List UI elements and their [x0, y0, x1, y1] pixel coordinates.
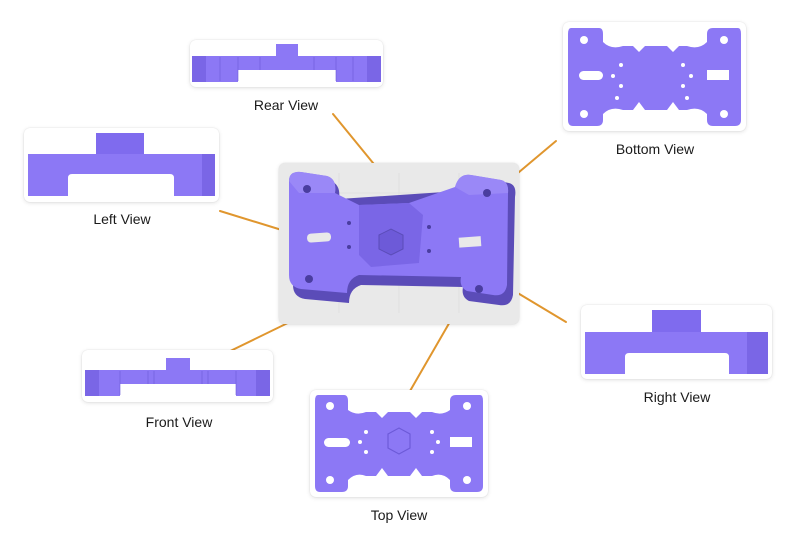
left-view-label: Left View [93, 211, 151, 227]
leader-line-right [510, 288, 567, 323]
front-view-panel [82, 350, 273, 402]
leader-line-left [219, 210, 286, 232]
front-view-label: Front View [145, 414, 213, 430]
right-view-image [585, 310, 768, 374]
bottom-view-label: Bottom View [615, 141, 695, 157]
top-view-label: Top View [370, 507, 428, 523]
rear-view-label: Rear View [253, 97, 319, 113]
rear-view-panel [190, 40, 383, 87]
top-view-image [315, 395, 483, 492]
front-view-image [85, 358, 270, 396]
right-view-label: Right View [643, 389, 711, 405]
bottom-view-image [568, 28, 741, 126]
left-view-image [28, 133, 215, 196]
top-view-panel [310, 390, 488, 497]
rear-view-image [192, 44, 381, 82]
isometric-view-image [279, 163, 519, 324]
isometric-view-panel [279, 163, 519, 324]
right-view-panel [581, 305, 772, 379]
bottom-view-panel [563, 22, 746, 131]
left-view-panel [24, 128, 219, 202]
